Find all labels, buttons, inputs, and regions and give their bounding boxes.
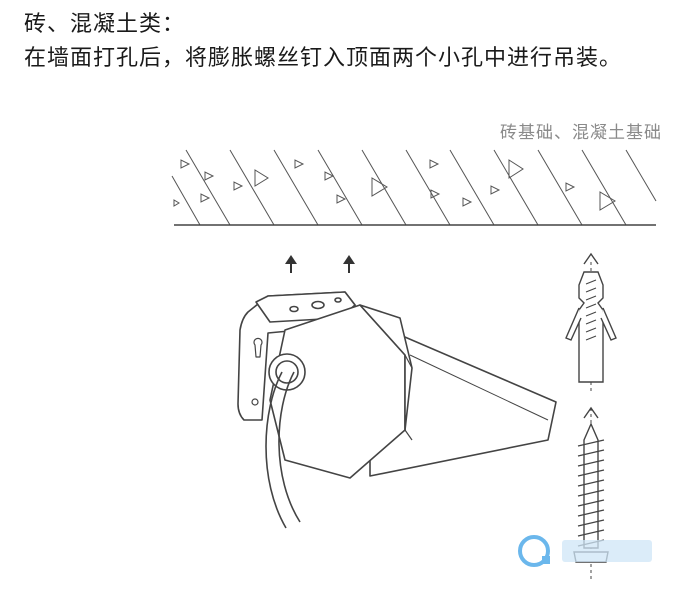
ceiling-label: 砖基础、混凝土基础 [500, 123, 662, 143]
expansion-anchor-icon [565, 252, 617, 392]
ceiling-hatch [171, 149, 657, 226]
ceiling-aggregate [173, 159, 616, 211]
arrow-up-icon [343, 255, 355, 273]
instruction-body: 在墙面打孔后，将膨胀螺丝钉入顶面两个小孔中进行吊装。 [24, 46, 623, 71]
arrow-up-icon [285, 255, 297, 273]
motor-assembly [237, 291, 557, 479]
watermark-logo-icon [518, 535, 652, 567]
power-cable [265, 371, 301, 529]
instruction-title: 砖、混凝土类： [24, 12, 186, 37]
